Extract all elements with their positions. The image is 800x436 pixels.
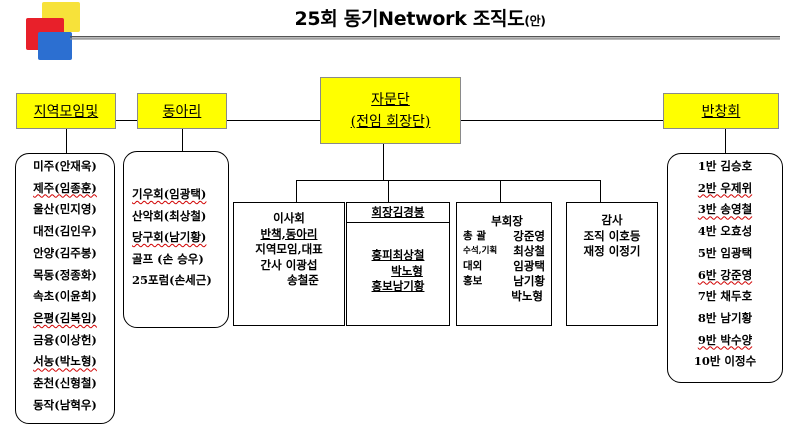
president-line: 홍피최상철 [371,248,425,262]
regional-item: 제주(임종훈) [33,180,97,195]
board-line: 지역모임,대표 [255,242,323,256]
audit-line-text: 조직 이호등 [583,228,641,243]
president-line: 박노형 [391,263,423,278]
regional-header-label: 지역모임및 [33,104,99,120]
board-box: 이사회 반책,동아리 지역모임,대표 간사 이광섭 송철준 [233,202,345,326]
class-item: 6반 강준영 [697,267,753,282]
board-line: 반책,동아리 [260,226,318,241]
vice-row: 총 괄 강준영 [463,229,545,244]
board-line: 간사 이광섭 [260,257,318,272]
connector-board [296,180,297,202]
regional-item: 금융(이상헌) [33,332,97,347]
audit-title: 감사 [601,213,623,227]
class-item: 8반 남기황 [697,310,753,325]
audit-line: 재정 이정기 [567,244,657,260]
regional-item: 은평(김복임) [33,310,97,325]
connector-vice [500,180,501,202]
connector-audit [600,180,601,202]
president-label: 회장김경봉 [371,205,425,219]
connector-regional [66,128,67,153]
regional-header: 지역모임및 [16,93,116,129]
vice-row: 박노형 [463,289,545,304]
vice-row: 대외 임광택 [463,259,545,274]
advisory-header-line2: (전임 회장단) [350,113,431,130]
class-item: 3반 송영철 [697,202,753,217]
board-line: 이사회 [273,211,305,225]
connector-clubs [182,128,183,151]
clubs-header-label: 동아리 [162,104,202,120]
class-item: 9반 박수양 [697,332,753,347]
regional-item: 안양(김주봉) [33,245,97,260]
club-item: 당구회(남기황) [132,230,207,245]
regional-item: 미주(안재욱) [33,159,97,173]
connector-classes [725,128,726,153]
regional-item: 속초(이윤희) [33,289,97,304]
club-item: 25포럼(손세근) [132,273,212,288]
vice-name: 임광택 [513,259,545,273]
connector-advisory [383,143,384,181]
board-line: 송철준 [287,273,319,287]
regional-item: 동작(남혁우) [33,397,97,412]
vice-role: 홍보 [463,275,483,287]
header-divider [70,36,780,40]
classes-header: 반창회 [663,93,779,129]
regional-item: 춘천(신형철) [33,376,97,391]
president-line: 홍보남기황 [371,279,425,293]
club-item: 산악회(최상철) [132,208,207,223]
vice-name: 박노형 [511,289,543,303]
club-item: 골프 (손 승우) [132,251,204,266]
logo-graphic [26,2,80,60]
title-main: 25회 동기Network 조직도 [294,8,525,30]
advisory-header: 자문단 (전임 회장단) [320,77,461,144]
vice-role: 대외 [463,260,483,272]
connector-president [388,180,389,202]
class-item: 4반 오효성 [697,224,753,239]
vice-role: 수석,기획 [463,246,498,256]
vice-row: 수석,기획 최상철 [463,244,545,259]
regional-list: 미주(안재욱) 제주(임종훈) 울산(민지영) 대전(김인우) 안양(김주봉) 목동(정종… [15,153,115,424]
class-item: 2반 우제위 [697,180,753,195]
advisory-header-line1: 자문단 [371,91,410,108]
audit-line: 조직 이호등 [567,229,657,245]
class-item: 7반 채두호 [697,289,753,304]
clubs-list: 기우회(임광택) 산악회(최상철) 당구회(남기황) 골프 (손 승우) 25포럼(손세… [123,151,229,328]
vice-row: 홍보 남기황 [463,274,545,289]
audit-box: 감사 조직 이호등 재정 이정기 [566,202,658,326]
regional-item: 울산(민지영) [33,202,97,217]
clubs-header: 동아리 [137,93,227,129]
regional-item: 목동(정종화) [33,267,97,282]
class-item: 5반 임광택 [697,245,753,260]
class-item: 10반 이정수 [693,354,757,369]
vice-name: 남기황 [513,274,545,288]
vice-role: 총 괄 [463,230,486,242]
classes-header-label: 반창회 [701,104,741,120]
regional-item: 대전(김인우) [33,224,97,239]
class-item: 1반 김승호 [697,159,753,173]
club-item: 기우회(임광택) [132,187,207,201]
vice-name: 최상철 [513,244,545,258]
page-title: 25회 동기Network 조직도(안) [120,4,720,31]
regional-item: 서농(박노형) [33,354,97,369]
president-box: 회장김경봉 홍피최상철 박노형 홍보남기황 [346,202,450,326]
connector-main [296,180,601,181]
title-suffix: (안) [524,14,546,28]
vice-title: 부회장 [491,214,523,228]
audit-line-text: 재정 이정기 [583,244,641,258]
vice-name: 강준영 [513,229,545,243]
classes-list: 1반 김승호 2반 우제위 3반 송영철 4반 오효성 5반 임광택 6반 강준영 7반 채… [667,153,783,383]
